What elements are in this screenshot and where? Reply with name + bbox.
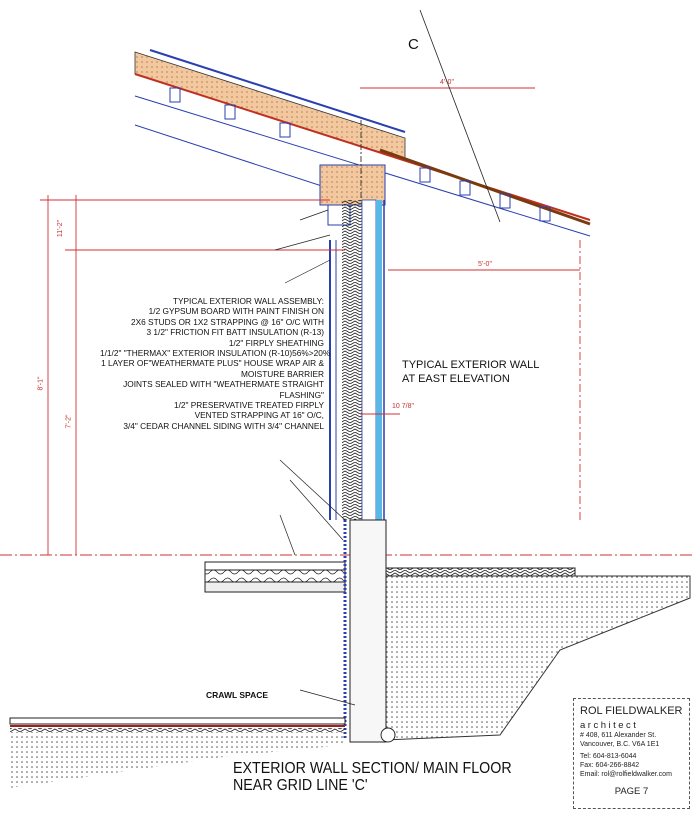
fax: Fax: 604-266-8842 <box>580 762 640 769</box>
wall-assembly-note: TYPICAL EXTERIOR WALL ASSEMBLY: 1/2 GYPS… <box>100 296 331 431</box>
dim-wall-height: 7'-2" <box>65 414 73 429</box>
page-number: PAGE 7 <box>614 786 649 797</box>
title-line: NEAR GRID LINE 'C' <box>233 777 368 794</box>
firm-role: architect <box>580 720 639 731</box>
firm-name: ROL FIELDWALKER <box>580 705 683 717</box>
title-line: EXTERIOR WALL SECTION/ MAIN FLOOR <box>233 760 512 777</box>
address-line: Vancouver, B.C. V6A 1E1 <box>580 741 660 748</box>
assembly-line: MOISTURE BARRIER <box>241 368 324 379</box>
email: Email: rol@rolfieldwalker.com <box>580 771 672 778</box>
assembly-line: 2X6 STUDS OR 1X2 STRAPPING @ 16" O/C WIT… <box>130 316 324 327</box>
assembly-line: 1/2" FIRPLY SHEATHING <box>228 337 324 348</box>
assembly-line: JOINTS SEALED WITH "WEATHERMATE STRAIGHT <box>123 379 324 390</box>
drawing-title: EXTERIOR WALL SECTION/ MAIN FLOOR NEAR G… <box>233 760 512 794</box>
address-line: # 408, 611 Alexander St. <box>580 732 657 739</box>
assembly-line: 1/2" PRESERVATIVE TREATED FIRPLY <box>173 400 324 411</box>
wall-type-label: TYPICAL EXTERIOR WALL AT EAST ELEVATION <box>402 358 539 386</box>
dim-wall-offset: 10 7/8" <box>392 403 414 410</box>
assembly-line: 1/2 GYPSUM BOARD WITH PAINT FINISH ON <box>148 306 324 317</box>
assembly-line: FLASHING" <box>279 389 324 400</box>
exterior-wall <box>329 199 385 521</box>
wall-type-line: AT EAST ELEVATION <box>402 373 510 385</box>
assembly-line: 3/4" CEDAR CHANNEL SIDING WITH 3/4" CHAN… <box>123 420 324 431</box>
dim-roof-run: 4'-0" <box>440 79 454 86</box>
wall-type-line: TYPICAL EXTERIOR WALL <box>402 359 540 371</box>
perimeter-drain <box>380 727 396 743</box>
assembly-line: TYPICAL EXTERIOR WALL ASSEMBLY: <box>172 296 324 306</box>
dim-overhang: 5'-0" <box>478 261 492 268</box>
concrete-foundation-wall <box>349 519 387 743</box>
dim-overall-height: 8'-1" <box>37 376 45 391</box>
phone: Tel: 604-813-6044 <box>580 753 637 760</box>
assembly-line: VENTED STRAPPING AT 16" O/C, <box>194 410 324 421</box>
assembly-line: 3 1/2" FRICTION FIT BATT INSULATION (R-1… <box>146 327 324 338</box>
crawl-space-label: CRAWL SPACE <box>206 690 269 700</box>
assembly-line: 1 LAYER OF"WEATHERMATE PLUS" HOUSE WRAP … <box>101 358 324 369</box>
grid-line-marker: C <box>408 36 419 53</box>
assembly-line: 1/1/2" "THERMAX" EXTERIOR INSULATION (R-… <box>100 348 331 359</box>
dimension-lines <box>0 87 695 556</box>
dim-upper-height: 11'-2" <box>57 219 65 238</box>
title-block: ROL FIELDWALKER architect # 408, 611 Ale… <box>573 698 690 809</box>
main-floor <box>204 561 576 593</box>
